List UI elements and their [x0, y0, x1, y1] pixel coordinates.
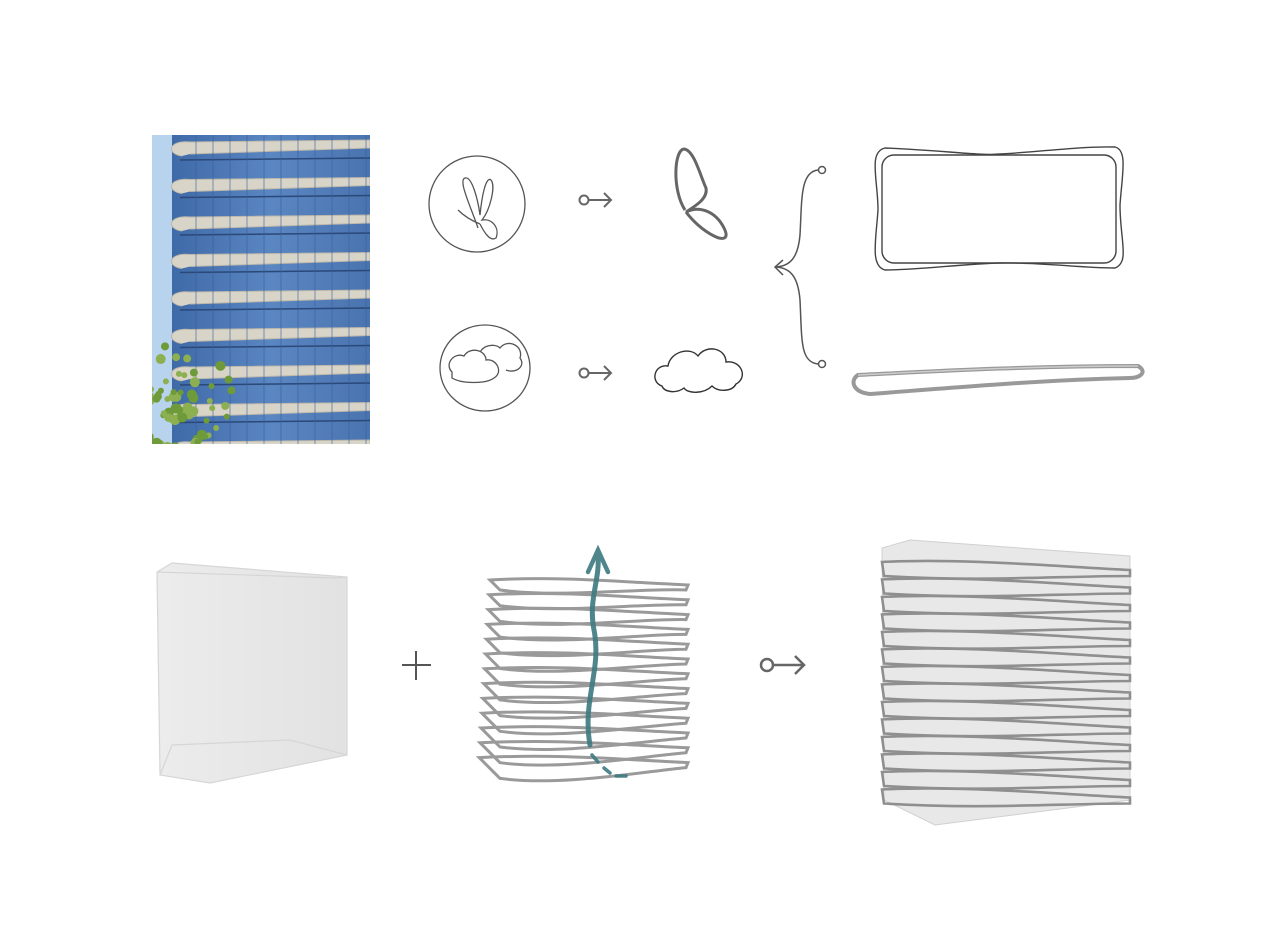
facade-band: [171, 289, 370, 307]
tree-leaf: [164, 396, 171, 403]
tree-leaf: [145, 438, 151, 444]
tree-leaf: [194, 438, 201, 444]
facade-band: [171, 251, 370, 269]
facade-slab: [179, 307, 370, 311]
facade-band: [171, 326, 370, 344]
tree-leaf: [130, 390, 138, 398]
floor-ring: [485, 591, 691, 611]
facade-slab: [179, 344, 370, 349]
facade-band: [171, 176, 370, 194]
tree-leaf: [152, 433, 154, 441]
tree-leaf: [168, 391, 179, 402]
tree-leaf: [213, 425, 220, 432]
flow-arrow: [585, 544, 628, 778]
tree-leaf: [224, 375, 233, 384]
tree-leaf: [155, 354, 166, 365]
plus-icon: [402, 651, 431, 680]
butterfly-icon: [428, 155, 526, 253]
circle-arrow-icon: [578, 365, 613, 381]
tree-leaf: [153, 392, 162, 401]
tree-leaf: [170, 405, 177, 412]
floor-ring: [475, 754, 691, 783]
facade-slab: [179, 232, 370, 236]
tree-leaf: [189, 368, 198, 377]
tree-leaf: [134, 400, 144, 410]
tree-leaf: [227, 386, 236, 395]
circle-arrow-icon: [578, 192, 613, 208]
floor-ring: [483, 621, 691, 642]
tree-leaf: [135, 382, 143, 390]
facade-slab: [179, 269, 370, 274]
tree-leaf: [208, 382, 215, 389]
tree-leaf: [221, 401, 230, 410]
tree-leaf: [140, 434, 146, 440]
tree-leaf: [181, 372, 188, 379]
brace-connector: [773, 165, 827, 369]
floor-ring: [477, 725, 691, 751]
tree-leaf: [152, 387, 153, 393]
tree-leaf: [202, 433, 209, 440]
result-volume: [880, 539, 1132, 826]
floor-ring: [482, 651, 691, 673]
circle-arrow-icon: [759, 655, 806, 675]
tree-leaf: [177, 389, 184, 396]
tree-leaf: [133, 353, 143, 363]
floor-ring: [482, 636, 691, 658]
floor-ring: [481, 665, 691, 689]
floor-ring-perspective: [851, 363, 1145, 397]
facade-band: [171, 214, 370, 232]
facade-band: [171, 139, 370, 157]
tree-leaf: [166, 414, 175, 423]
cloud-icon: [439, 324, 531, 412]
tower-photo: [123, 135, 370, 460]
tree-leaf: [172, 353, 181, 362]
floor-ring: [480, 680, 691, 705]
tree-leaf: [186, 389, 197, 400]
floor-ring: [880, 787, 1132, 808]
tree-leaf: [189, 377, 200, 388]
tree-leaf: [139, 392, 147, 400]
tree-leaf: [126, 400, 136, 410]
tree-leaf: [223, 413, 230, 420]
floor-ring: [476, 739, 691, 767]
ring-stack: [475, 577, 691, 783]
tree-leaf: [203, 417, 210, 424]
tree-leaf: [175, 370, 182, 377]
facade-slab: [180, 458, 370, 460]
tree-leaf: [209, 405, 216, 412]
floor-ring: [479, 695, 691, 720]
tree-leaf: [126, 409, 136, 419]
floor-ring: [478, 710, 691, 736]
tree-leaf: [162, 378, 169, 385]
tree-leaf: [170, 389, 177, 396]
tree-leaf: [206, 397, 213, 404]
glass-volume: [156, 562, 348, 784]
cloud-sketch: [654, 348, 744, 393]
tree-leaf: [183, 354, 192, 363]
tree-leaf: [161, 342, 170, 351]
floor-ring: [486, 577, 691, 595]
tree-leaf: [215, 360, 226, 371]
tree-leaf: [177, 412, 188, 423]
tree-leaf: [129, 426, 139, 436]
tree-leaf: [142, 427, 150, 435]
tree-leaf: [171, 442, 179, 444]
floor-plan-outline: [874, 146, 1124, 271]
facade-slab: [179, 157, 370, 161]
butterfly-wing-sketch: [674, 147, 728, 240]
facade-band: [174, 439, 370, 444]
facade-slab: [179, 194, 370, 199]
facade-slab: [179, 419, 370, 424]
tree-leaf: [152, 386, 154, 392]
tree-leaf: [123, 413, 133, 423]
tree-leaf: [188, 406, 199, 417]
tree-leaf: [163, 441, 172, 444]
tree-leaf: [157, 441, 164, 444]
